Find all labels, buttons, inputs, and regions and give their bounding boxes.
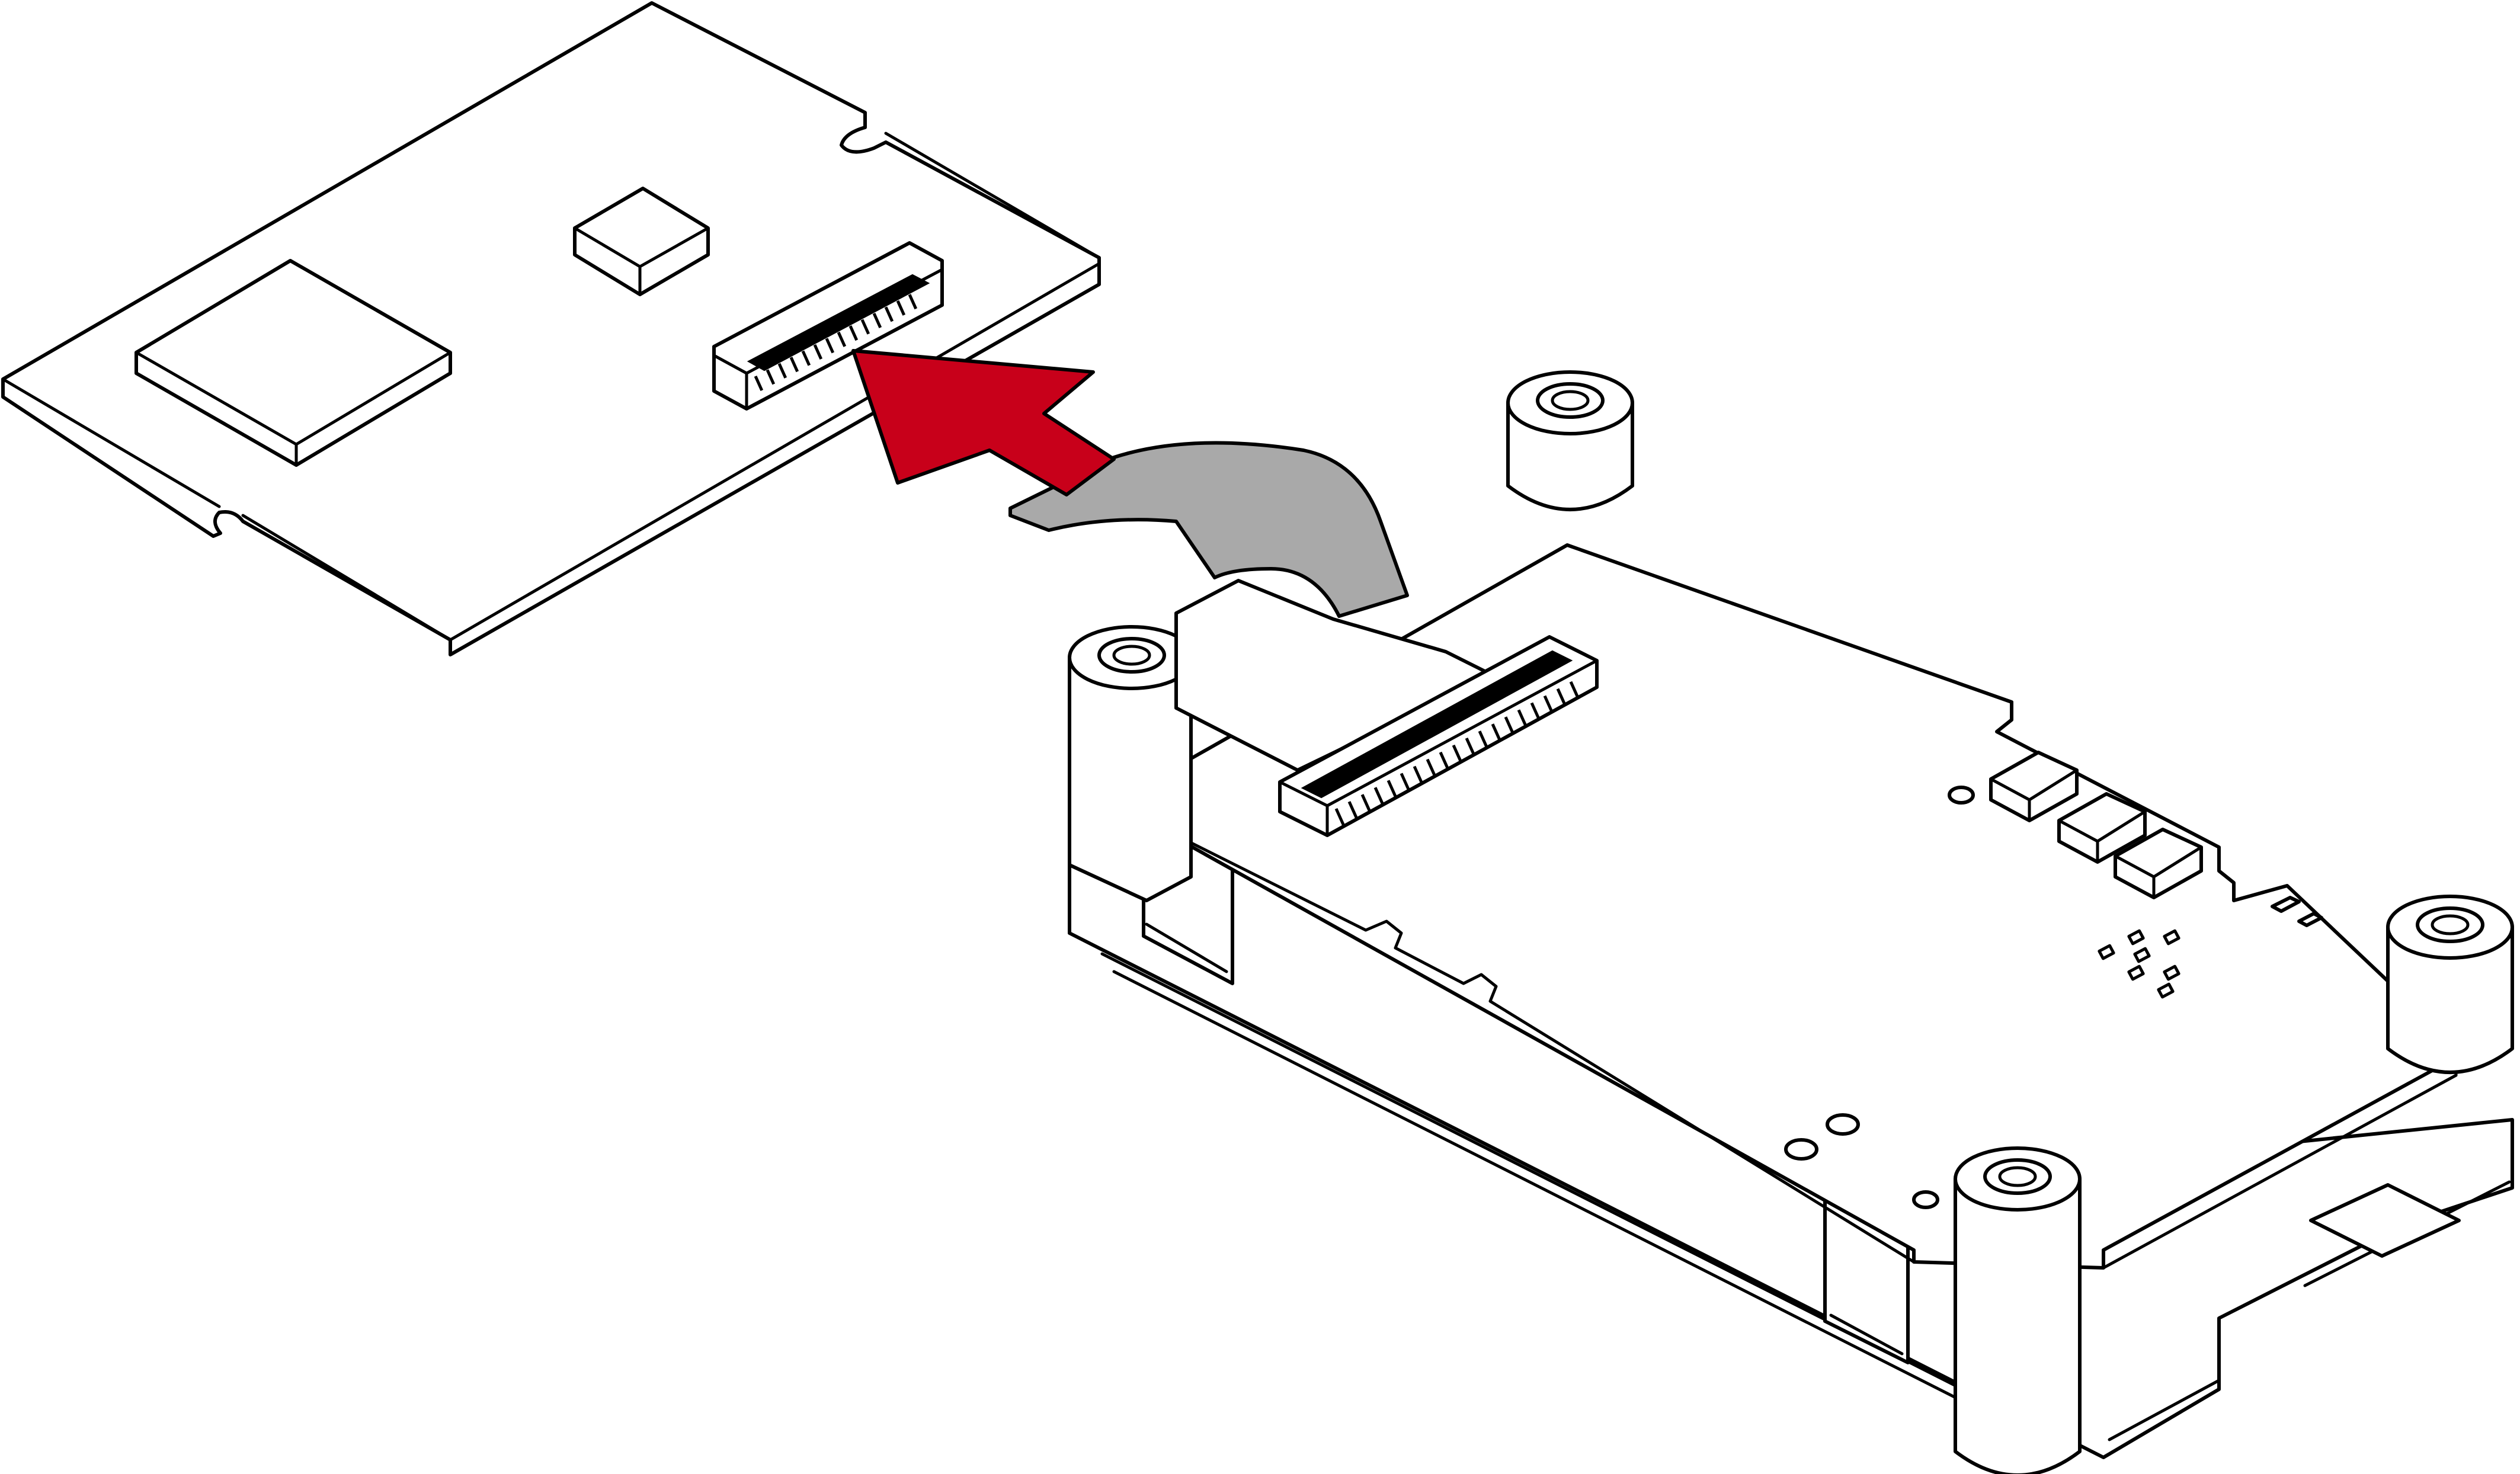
- daughter-board: [1, 1, 1101, 656]
- insertion-arrow: [851, 349, 1116, 496]
- connector-pin: [1530, 702, 1541, 720]
- connector-pin: [1543, 695, 1554, 713]
- connector-pin: [1569, 681, 1580, 699]
- connector-pin: [766, 369, 776, 385]
- connector-pin: [1387, 780, 1397, 798]
- pad-grid: [2098, 929, 2180, 999]
- connector-pin: [1556, 688, 1567, 706]
- connector-pin: [1465, 737, 1475, 756]
- connector-pin: [1452, 744, 1462, 762]
- connector-pin: [1439, 751, 1449, 770]
- standoff-left: [1068, 625, 1196, 902]
- standoff-right: [2386, 895, 2514, 1074]
- pad-circle: [1784, 1138, 1818, 1161]
- connector-pin: [825, 338, 835, 354]
- daughter-connector-pins: [754, 294, 918, 392]
- connector-pin: [1400, 773, 1410, 791]
- connector-pin: [754, 375, 764, 392]
- standoff-front: [1954, 1146, 2082, 1474]
- connector-pin: [777, 363, 787, 379]
- connector-pin: [860, 319, 870, 335]
- pad-circle: [1948, 786, 1975, 805]
- connector-pin: [1491, 723, 1501, 742]
- connector-pin: [1478, 730, 1488, 749]
- connector-pin: [801, 350, 811, 366]
- connector-pin: [813, 344, 823, 360]
- standoff-back: [1506, 370, 1634, 511]
- pad-circle: [1912, 1190, 1939, 1209]
- connector-pin: [1360, 794, 1371, 812]
- connector-pin: [1347, 801, 1358, 819]
- connector-pin: [1413, 765, 1423, 784]
- connector-pin: [837, 331, 847, 347]
- ribbon-cable: [1008, 441, 1495, 772]
- connector-pin: [1373, 787, 1384, 805]
- connector-pin: [1334, 808, 1345, 826]
- smd-components: [1989, 751, 2323, 927]
- connector-pin: [896, 300, 906, 316]
- connector-pin: [884, 306, 894, 322]
- connector-pin: [1517, 709, 1528, 728]
- connector-pin: [848, 325, 859, 341]
- connector-pins: [1334, 681, 1580, 826]
- connector-pin: [908, 294, 918, 310]
- board-connector: [1278, 635, 1599, 837]
- connector-pin: [872, 312, 882, 329]
- pad-circle: [1826, 1113, 1860, 1136]
- connector-pin: [1426, 758, 1436, 777]
- connector-pin: [1504, 716, 1514, 735]
- connector-pin: [789, 357, 799, 373]
